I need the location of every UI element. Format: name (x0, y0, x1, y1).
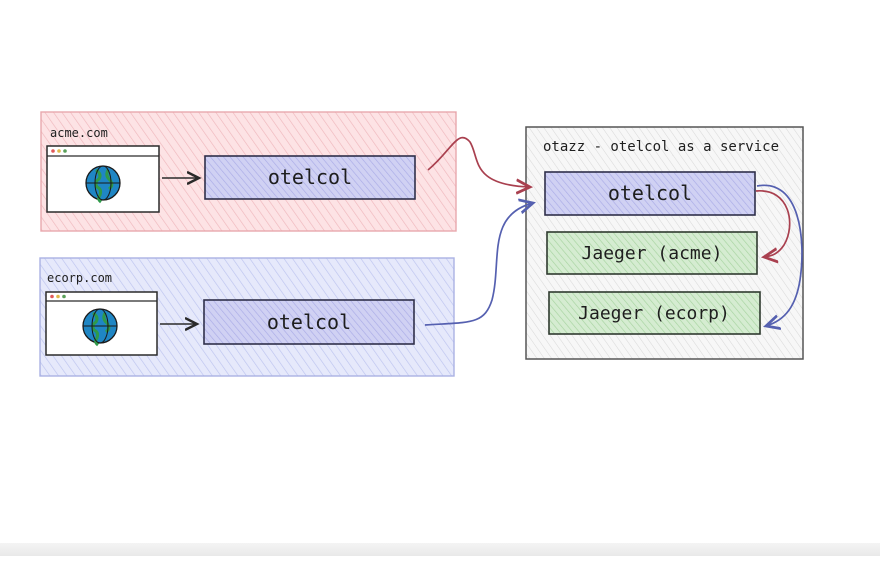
ecorp-globe-icon (82, 308, 118, 347)
jaeger-ecorp-label: Jaeger (ecorp) (578, 303, 730, 324)
ecorp-region: ecorp.com otelcol (39, 257, 455, 377)
acme-globe-icon (85, 165, 121, 204)
ecorp-region-label: ecorp.com (47, 271, 112, 285)
service-otelcol-label: otelcol (608, 181, 692, 205)
service-title: otazz - otelcol as a service (543, 139, 779, 155)
service-region: otazz - otelcol as a service otelcol Jae… (525, 126, 804, 360)
acme-otelcol-box: otelcol (204, 155, 416, 200)
acme-region-label: acme.com (50, 126, 108, 140)
acme-region: acme.com otelcol (40, 111, 457, 232)
jaeger-acme-label: Jaeger (acme) (582, 243, 723, 264)
route-acme-arrow-icon (755, 190, 791, 257)
ecorp-otelcol-label: otelcol (267, 310, 351, 334)
route-ecorp-arrow-icon (756, 184, 803, 326)
service-otelcol-box: otelcol (544, 171, 756, 216)
jaeger-acme-box: Jaeger (acme) (546, 231, 758, 275)
bottom-edge-strip (0, 543, 880, 556)
jaeger-ecorp-box: Jaeger (ecorp) (548, 291, 761, 335)
ecorp-otelcol-box: otelcol (203, 299, 415, 345)
acme-to-service-arrow-icon (427, 136, 530, 187)
ecorp-to-service-arrow-icon (424, 203, 533, 326)
acme-otelcol-label: otelcol (268, 165, 352, 189)
